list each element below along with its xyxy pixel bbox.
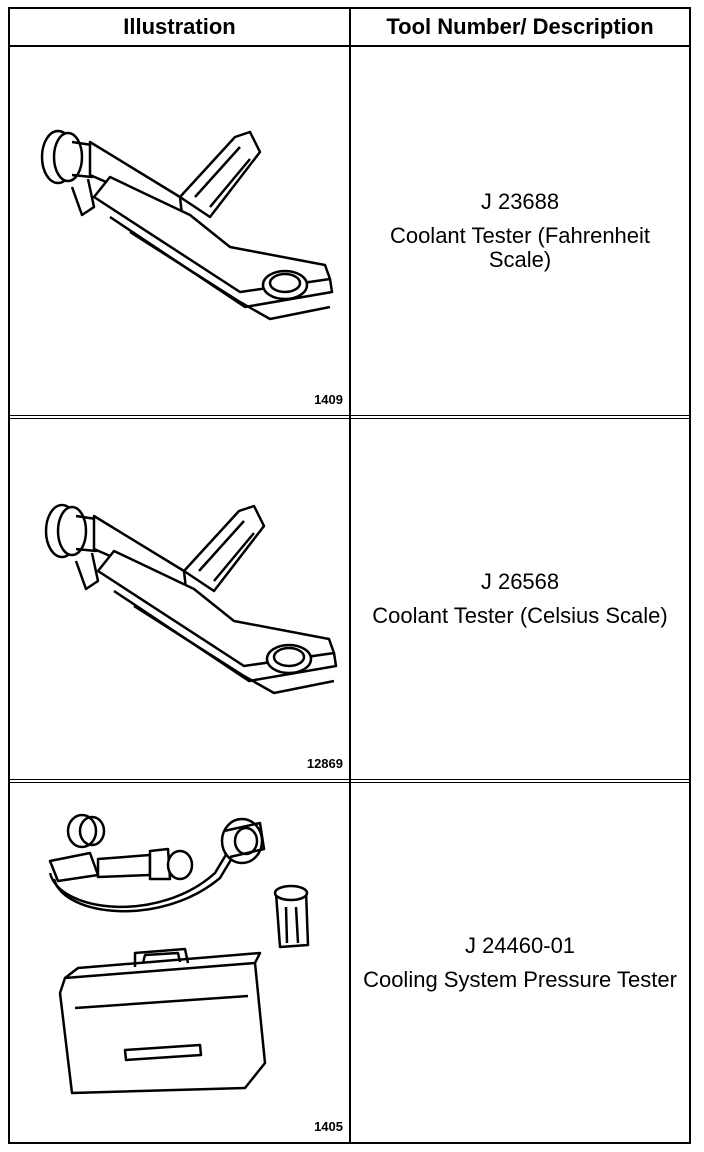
- row-divider: [10, 415, 689, 419]
- illustration-cell: 1409: [10, 47, 349, 415]
- coolant-tester-illustration: [44, 503, 338, 695]
- coolant-tester-illustration: [40, 129, 334, 321]
- pressure-tester-kit-illustration: [48, 813, 310, 1095]
- column-divider: [349, 9, 351, 1142]
- table-row: 1409 J 23688 Coolant Tester (Fahrenheit …: [10, 47, 689, 415]
- row-divider: [10, 779, 689, 783]
- figure-number: 1405: [314, 1119, 343, 1134]
- figure-number: 1409: [314, 392, 343, 407]
- table-row: 1405 J 24460-01 Cooling System Pressure …: [10, 783, 689, 1142]
- tool-description: Coolant Tester (Fahrenheit Scale): [389, 223, 651, 272]
- illustration-cell: 1405: [10, 783, 349, 1142]
- tool-description-cell: J 26568 Coolant Tester (Celsius Scale): [351, 419, 689, 779]
- tool-number: J 23688: [480, 189, 560, 214]
- tool-description: Coolant Tester (Celsius Scale): [372, 603, 668, 628]
- header-tool-description: Tool Number/ Description: [351, 9, 689, 47]
- figure-number: 12869: [306, 756, 343, 771]
- tool-description-cell: J 23688 Coolant Tester (Fahrenheit Scale…: [351, 47, 689, 415]
- tool-description: Cooling System Pressure Tester: [363, 966, 677, 992]
- tool-number: J 26568: [480, 569, 560, 594]
- illustration-cell: 12869: [10, 419, 349, 779]
- table-row: 12869 J 26568 Coolant Tester (Celsius Sc…: [10, 419, 689, 779]
- tool-number: J 24460-01: [464, 932, 576, 958]
- header-illustration: Illustration: [10, 9, 349, 47]
- tool-table: Illustration Tool Number/ Description 14…: [8, 7, 691, 1144]
- tool-description-cell: J 24460-01 Cooling System Pressure Teste…: [351, 783, 689, 1142]
